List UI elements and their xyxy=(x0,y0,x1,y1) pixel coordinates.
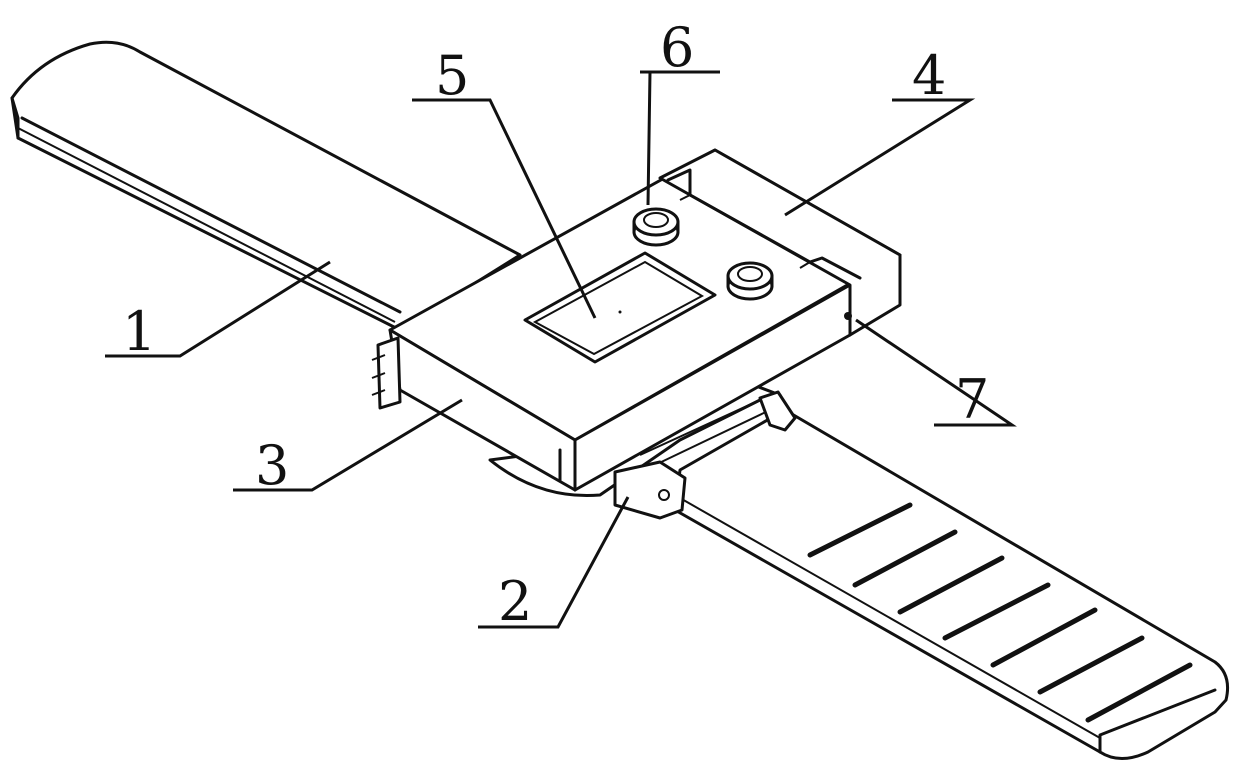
callout-label-7: 7 xyxy=(955,368,989,431)
callout-label-6: 6 xyxy=(660,16,694,79)
right-strap xyxy=(675,410,1228,759)
callout-label-1: 1 xyxy=(122,300,156,363)
button-lower xyxy=(728,263,772,299)
callout-label-4: 4 xyxy=(912,44,946,107)
button-upper xyxy=(634,209,678,245)
callout-label-5: 5 xyxy=(435,44,469,107)
callout-label-2: 2 xyxy=(498,570,532,633)
callout-label-3: 3 xyxy=(255,434,289,497)
